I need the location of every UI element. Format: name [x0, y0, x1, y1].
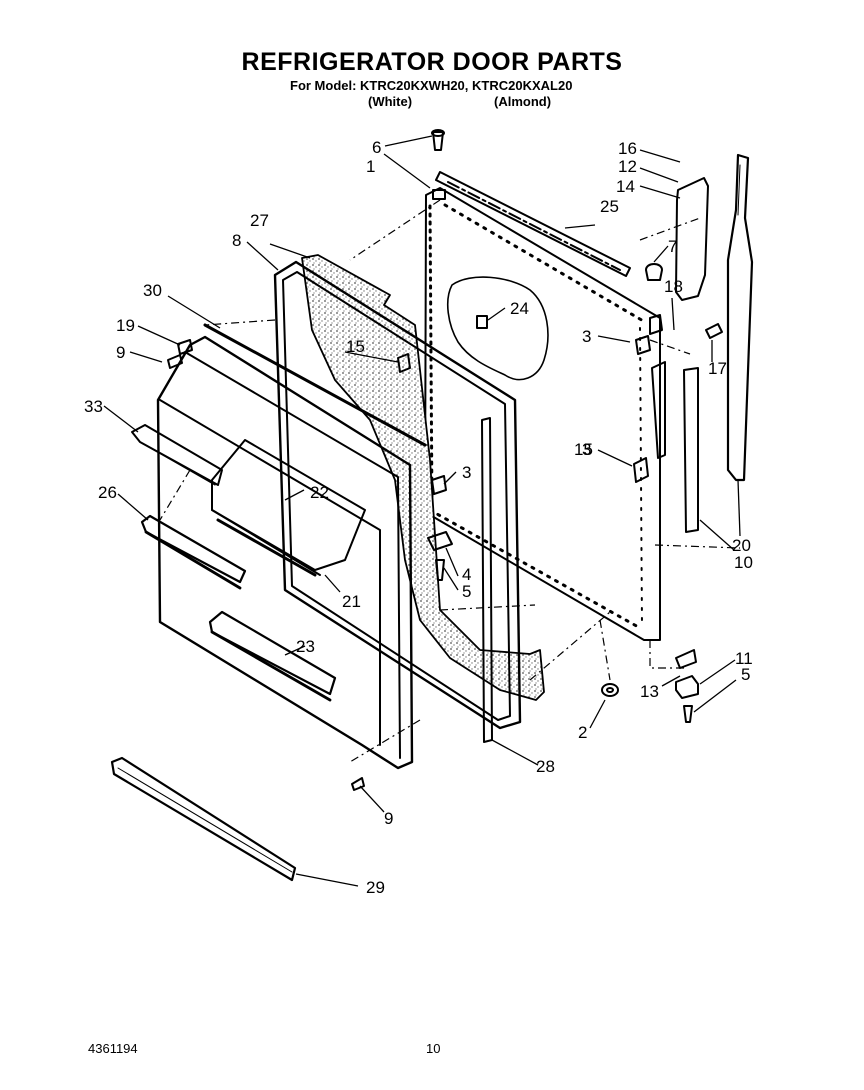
door-handle [726, 153, 754, 482]
callout-label: 27 [250, 211, 269, 230]
hinge-bracket-upper [649, 177, 709, 335]
door-shelf-middle [140, 514, 247, 584]
screw-9-lower [351, 777, 365, 791]
callout-label: 23 [296, 637, 315, 656]
bracket-15-right [633, 457, 649, 483]
cutaway-view [446, 276, 549, 381]
callout-label: 30 [143, 281, 162, 300]
insulation-panel [301, 254, 545, 701]
hinge-washer-4 [427, 531, 453, 551]
hinge-bracket-3-mid [431, 475, 447, 495]
document-number: 4361194 [88, 1041, 138, 1056]
leader-lines [103, 135, 741, 887]
callout-label: 1 [366, 157, 375, 176]
callout-label: 28 [536, 757, 555, 776]
callout-label: 33 [84, 397, 103, 416]
bottom-hinge [675, 675, 699, 699]
callout-label: 22 [310, 483, 329, 502]
dairy-compartment [211, 439, 366, 577]
color-white-label: (White) [368, 94, 413, 109]
callout-label: 24 [510, 299, 529, 318]
kick-plate [110, 756, 297, 882]
model-numbers: For Model: KTRC20KXWH20, KTRC20KXAL20 [290, 78, 573, 93]
screw-bottom [683, 705, 693, 723]
callout-label: 19 [116, 316, 135, 335]
callout-label: 5 [462, 582, 471, 601]
callout-label: 4 [462, 565, 471, 584]
color-almond-label: (Almond) [494, 94, 552, 109]
door-shelf-bottom [208, 610, 337, 696]
callout-label: 16 [618, 139, 637, 158]
cutaway-bracket [476, 315, 488, 329]
callout-label: 15 [574, 440, 593, 459]
callout-label: 10 [734, 553, 753, 572]
callout-label: 17 [708, 359, 727, 378]
callout-label: 6 [372, 138, 381, 157]
screw-top [432, 131, 444, 151]
shelf-rod [203, 323, 427, 447]
screw-5-mid [435, 559, 445, 581]
assembly-lines [159, 199, 741, 763]
callout-label: 21 [342, 592, 361, 611]
door-liner [156, 335, 414, 770]
callout-label: 7 [668, 237, 677, 256]
door-gasket [273, 260, 522, 730]
gasket-strip-vertical [481, 417, 493, 743]
callout-label: 26 [98, 483, 117, 502]
door-shelf-top [131, 424, 223, 486]
handle-insert [683, 367, 699, 533]
door-panel-frame [424, 187, 661, 641]
screw-9-upper [167, 354, 183, 369]
callout-label: 13 [640, 682, 659, 701]
hinge-pin-cap [645, 263, 663, 281]
callout-label: 25 [600, 197, 619, 216]
callout-label: 3 [462, 463, 471, 482]
callout-label: 29 [366, 878, 385, 897]
callout-label: 9 [116, 343, 125, 362]
callout-label: 9 [384, 809, 393, 828]
callout-label: 5 [741, 665, 750, 684]
callout-label: 3 [582, 440, 591, 459]
callout-label: 18 [664, 277, 683, 296]
callout-label: 11 [735, 649, 753, 668]
callout-label: 8 [232, 231, 241, 250]
callout-label: 14 [616, 177, 635, 196]
callout-label: 12 [618, 157, 637, 176]
hinge-bushing [601, 683, 619, 697]
hinge-clip-19 [177, 339, 193, 355]
callout-labels: 1 2 3 3 3 4 5 5 6 7 8 9 9 10 11 12 13 14… [84, 138, 753, 897]
hinge-bracket-3-right [635, 335, 651, 355]
door-edge-strip [651, 361, 666, 459]
page-title: REFRIGERATOR DOOR PARTS [241, 48, 623, 76]
callout-label: 20 [732, 536, 751, 555]
page-number: 10 [426, 1041, 441, 1056]
callout-label: 2 [578, 723, 587, 742]
callout-label: 15 [346, 337, 365, 356]
hinge-screw-17 [705, 323, 723, 339]
hinge-plate-13 [675, 649, 697, 669]
callout-label: 3 [582, 327, 591, 346]
top-trim-strip [435, 171, 631, 277]
bracket-15-left [397, 353, 411, 373]
